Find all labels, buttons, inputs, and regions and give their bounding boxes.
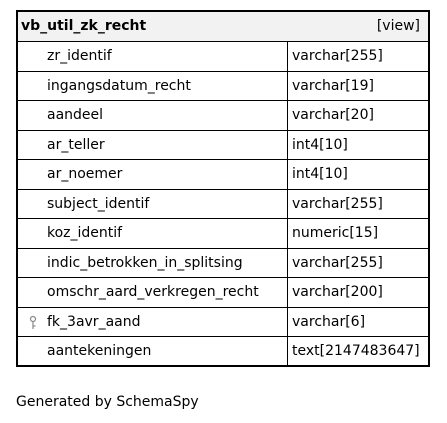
column-divider bbox=[287, 219, 288, 248]
table-row: omschr_aard_verkregen_recht varchar[200] bbox=[18, 278, 428, 308]
column-divider bbox=[287, 101, 288, 130]
table-header: vb_util_zk_recht [view] bbox=[18, 12, 428, 42]
column-type: varchar[200] bbox=[292, 284, 383, 300]
table-row: aantekeningen text[2147483647] bbox=[18, 337, 428, 367]
table-row: ingangsdatum_recht varchar[19] bbox=[18, 71, 428, 101]
column-divider bbox=[287, 307, 288, 336]
column-type: varchar[255] bbox=[292, 48, 383, 64]
key-icon bbox=[29, 315, 37, 329]
column-divider bbox=[287, 160, 288, 189]
column-type: numeric[15] bbox=[292, 225, 379, 241]
column-name: zr_identif bbox=[47, 48, 112, 64]
column-divider bbox=[287, 71, 288, 100]
table-row: fk_3avr_aand varchar[6] bbox=[18, 307, 428, 337]
table-row: ar_noemer int4[10] bbox=[18, 160, 428, 190]
column-divider bbox=[287, 189, 288, 218]
column-name: indic_betrokken_in_splitsing bbox=[47, 254, 243, 271]
column-name: subject_identif bbox=[47, 195, 150, 212]
column-name: aandeel bbox=[47, 107, 104, 123]
table-row: aandeel varchar[20] bbox=[18, 101, 428, 131]
column-divider bbox=[287, 337, 288, 367]
column-divider bbox=[287, 278, 288, 307]
column-type: int4[10] bbox=[292, 166, 348, 182]
column-name: ingangsdatum_recht bbox=[47, 77, 191, 94]
column-type: text[2147483647] bbox=[292, 343, 420, 359]
table-row: koz_identif numeric[15] bbox=[18, 219, 428, 249]
column-name: ar_teller bbox=[47, 136, 105, 153]
column-divider bbox=[287, 248, 288, 277]
column-type: int4[10] bbox=[292, 136, 348, 153]
table-name: vb_util_zk_recht bbox=[21, 18, 147, 34]
table-row: subject_identif varchar[255] bbox=[18, 189, 428, 219]
column-name: koz_identif bbox=[47, 225, 123, 241]
column-type: varchar[20] bbox=[292, 107, 374, 123]
column-type: varchar[19] bbox=[292, 77, 374, 94]
column-name: ar_noemer bbox=[47, 166, 123, 182]
table-row: indic_betrokken_in_splitsing varchar[255] bbox=[18, 248, 428, 278]
table-row: zr_identif varchar[255] bbox=[18, 42, 428, 72]
column-name: fk_3avr_aand bbox=[47, 313, 141, 330]
column-type: varchar[255] bbox=[292, 195, 383, 212]
column-type: varchar[6] bbox=[292, 313, 366, 330]
footer-credit: Generated by SchemaSpy bbox=[16, 394, 199, 410]
column-name: aantekeningen bbox=[47, 343, 152, 359]
table-row: ar_teller int4[10] bbox=[18, 130, 428, 160]
column-divider bbox=[287, 42, 288, 71]
table-type: [view] bbox=[376, 18, 420, 34]
column-type: varchar[255] bbox=[292, 254, 383, 271]
column-name: omschr_aard_verkregen_recht bbox=[47, 284, 259, 300]
column-divider bbox=[287, 130, 288, 159]
